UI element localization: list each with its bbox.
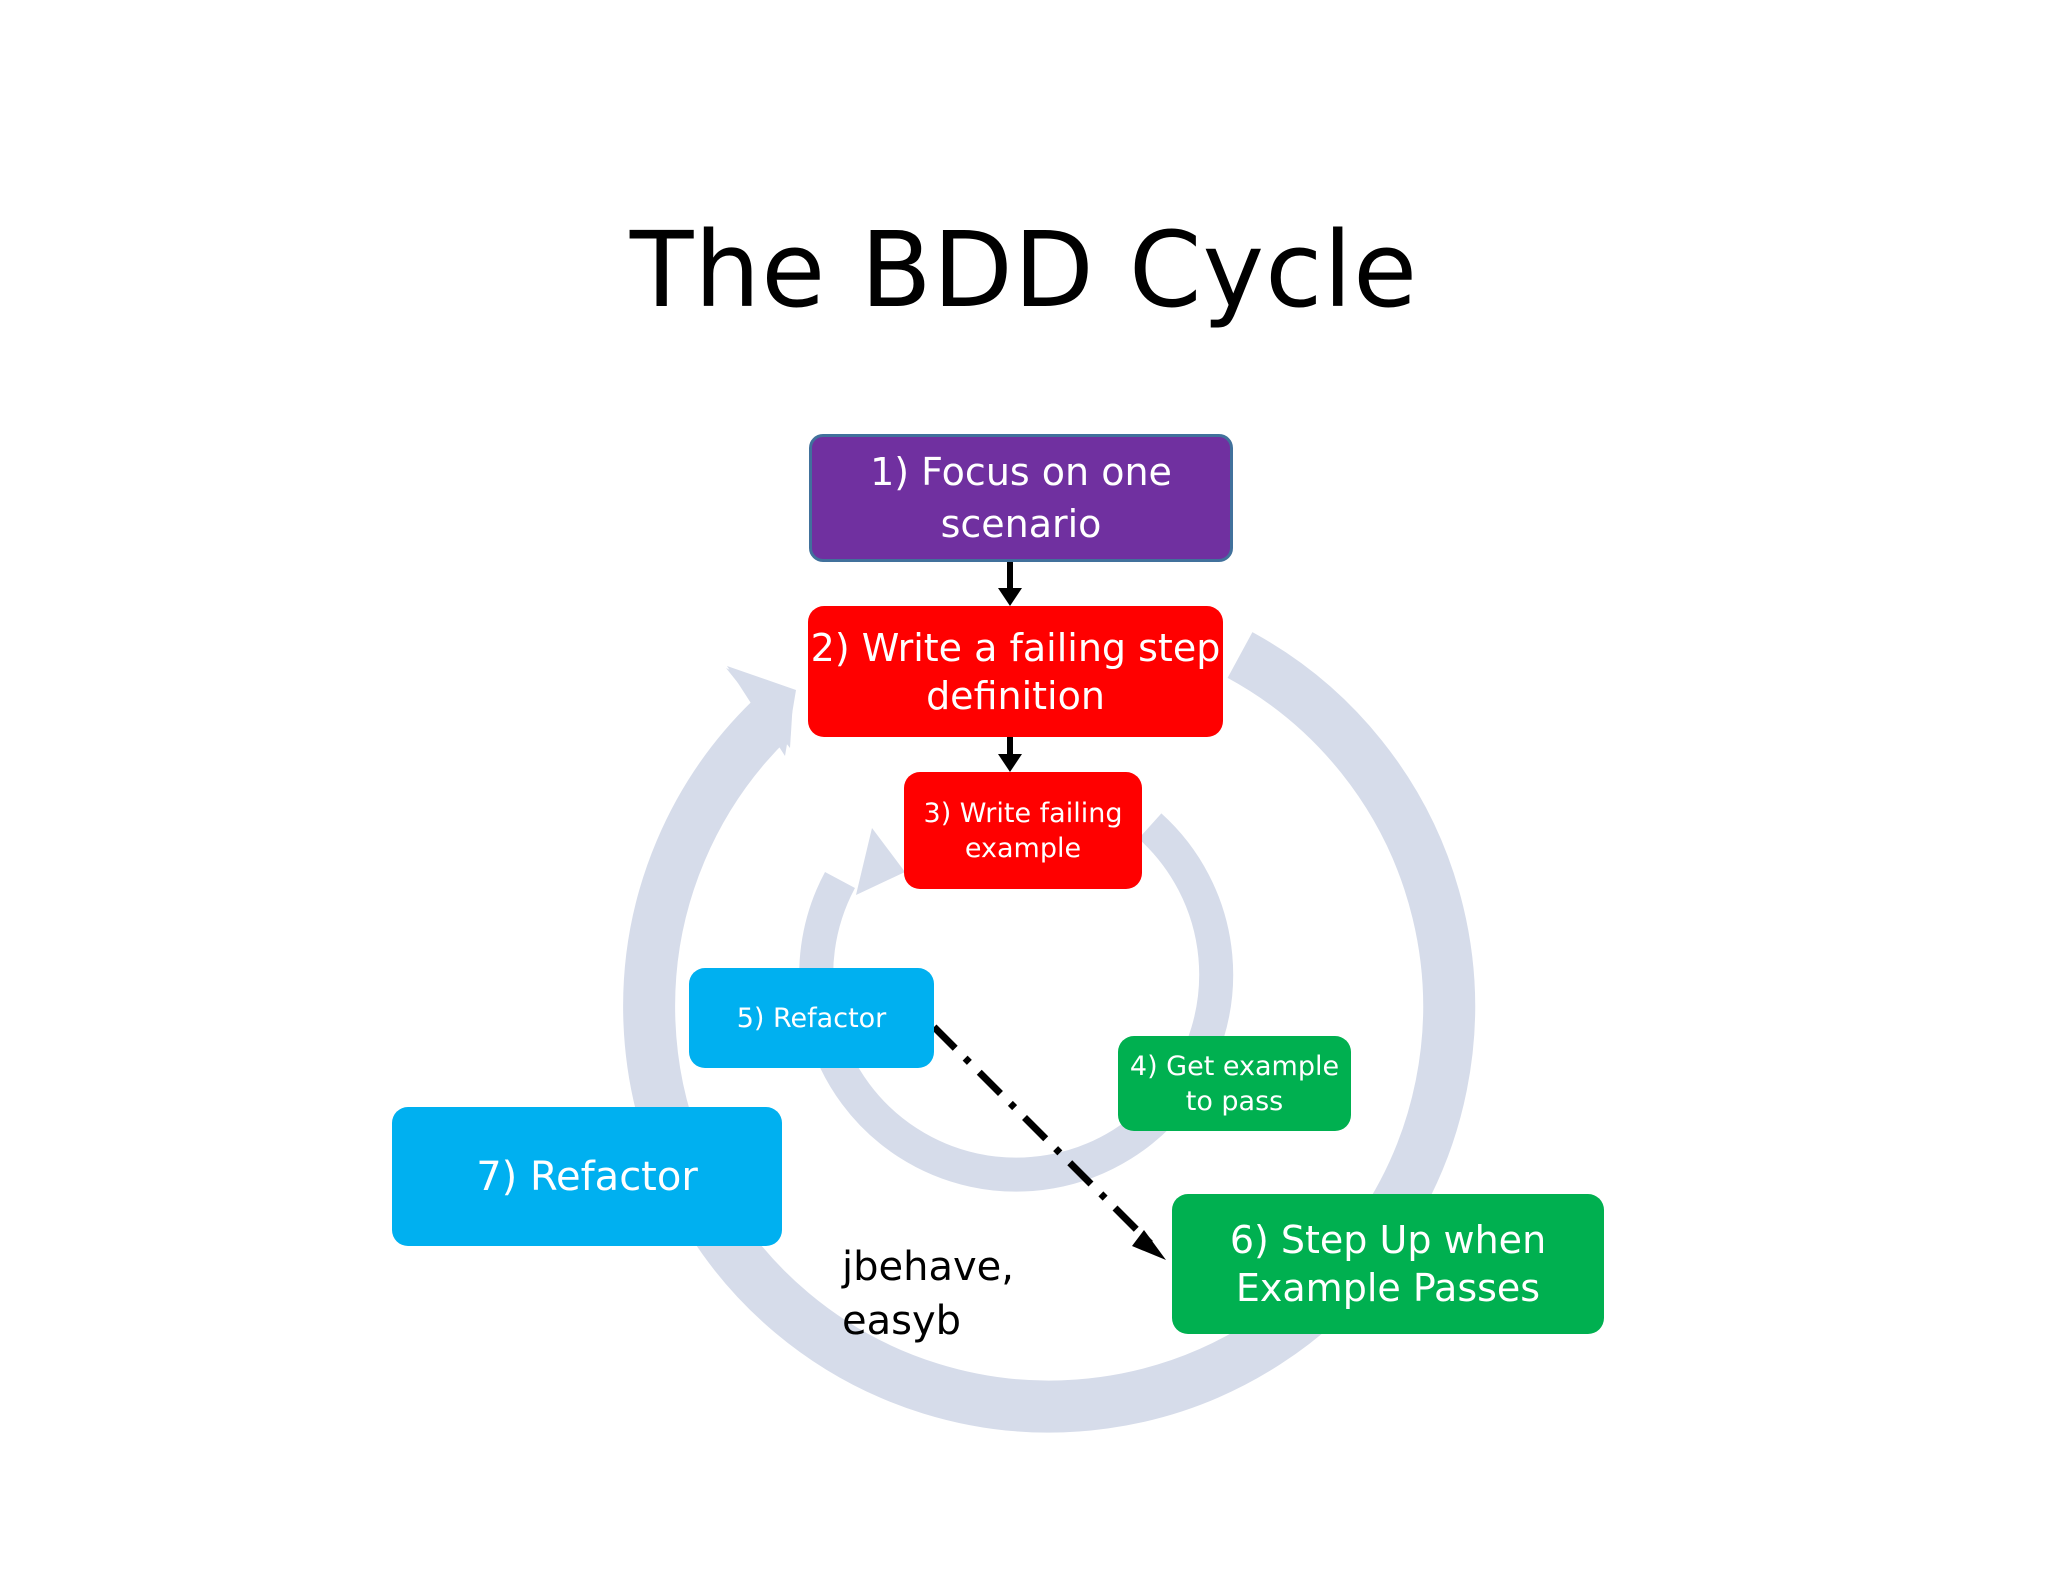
dash-dot-arrow-icon — [931, 1024, 1166, 1260]
step-write-failing-example: 3) Write failing example — [904, 772, 1142, 889]
slide-title: The BDD Cycle — [629, 209, 1419, 331]
step-label-line1: 2) Write a failing step — [810, 625, 1221, 670]
outer-circular-arrow-icon — [623, 632, 1476, 1433]
step-label-line1: 7) Refactor — [476, 1153, 698, 1200]
step-refactor-inner: 5) Refactor — [689, 968, 934, 1068]
step-step-up: 6) Step Up when Example Passes — [1172, 1194, 1604, 1334]
step-label-line1: 1) Focus on one — [870, 450, 1172, 494]
step-label-line2: to pass — [1185, 1085, 1284, 1117]
step-focus-scenario: 1) Focus on one scenario — [809, 434, 1233, 562]
step-label-line1: 4) Get example — [1129, 1050, 1340, 1082]
step-refactor-outer: 7) Refactor — [392, 1107, 782, 1246]
step-label-line1: 5) Refactor — [736, 1002, 887, 1034]
arrow-down-icon — [998, 562, 1022, 606]
step-label-line2: definition — [926, 673, 1105, 718]
arrow-down-icon — [998, 737, 1022, 772]
step-label-line1: 6) Step Up when — [1229, 1218, 1547, 1262]
step-label-line2: example — [964, 832, 1082, 864]
step-label-line2: Example Passes — [1235, 1266, 1541, 1310]
step-label-line1: 3) Write failing — [923, 797, 1123, 829]
tools-label-line1: jbehave, — [842, 1244, 1014, 1290]
tools-label: jbehave, easyb — [842, 1240, 1014, 1348]
step-get-example-to-pass: 4) Get example to pass — [1118, 1036, 1351, 1131]
step-label-line2: scenario — [940, 502, 1102, 546]
tools-label-line2: easyb — [842, 1298, 962, 1344]
step-write-failing-step-definition: 2) Write a failing step definition — [808, 606, 1223, 737]
